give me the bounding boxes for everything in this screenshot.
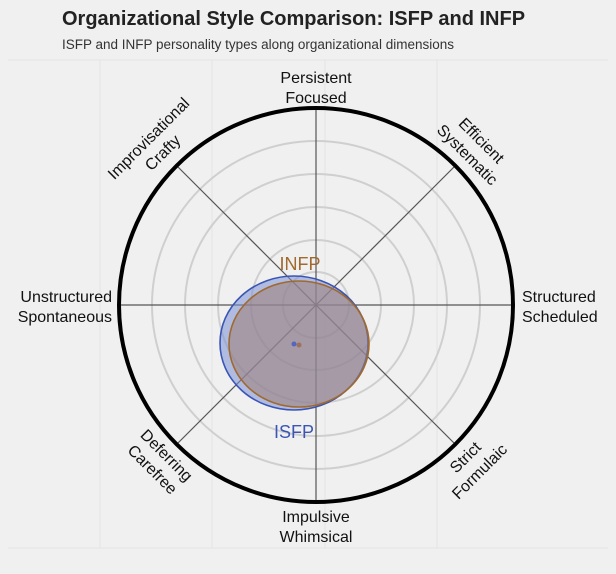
outer-circle bbox=[117, 106, 515, 504]
isfp-label: ISFP bbox=[274, 422, 314, 442]
axis-label-left-1: Unstructured bbox=[20, 289, 112, 306]
axis-label-bottom-2: Whimsical bbox=[280, 529, 353, 546]
axis-label-right-2: Scheduled bbox=[522, 309, 598, 326]
isfp-center-point bbox=[291, 341, 297, 347]
axis-label-top-2: Focused bbox=[285, 90, 346, 107]
infp-label: INFP bbox=[279, 254, 320, 274]
chart-subtitle: ISFP and INFP personality types along or… bbox=[62, 37, 454, 52]
chart-title: Organizational Style Comparison: ISFP an… bbox=[62, 8, 526, 30]
axis-label-bottom-1: Impulsive bbox=[282, 509, 350, 526]
axis-label-left-2: Spontaneous bbox=[18, 309, 112, 326]
axis-label-top-1: Persistent bbox=[280, 70, 352, 87]
axis-label-right-1: Structured bbox=[522, 289, 596, 306]
infp-center-point bbox=[296, 342, 302, 348]
